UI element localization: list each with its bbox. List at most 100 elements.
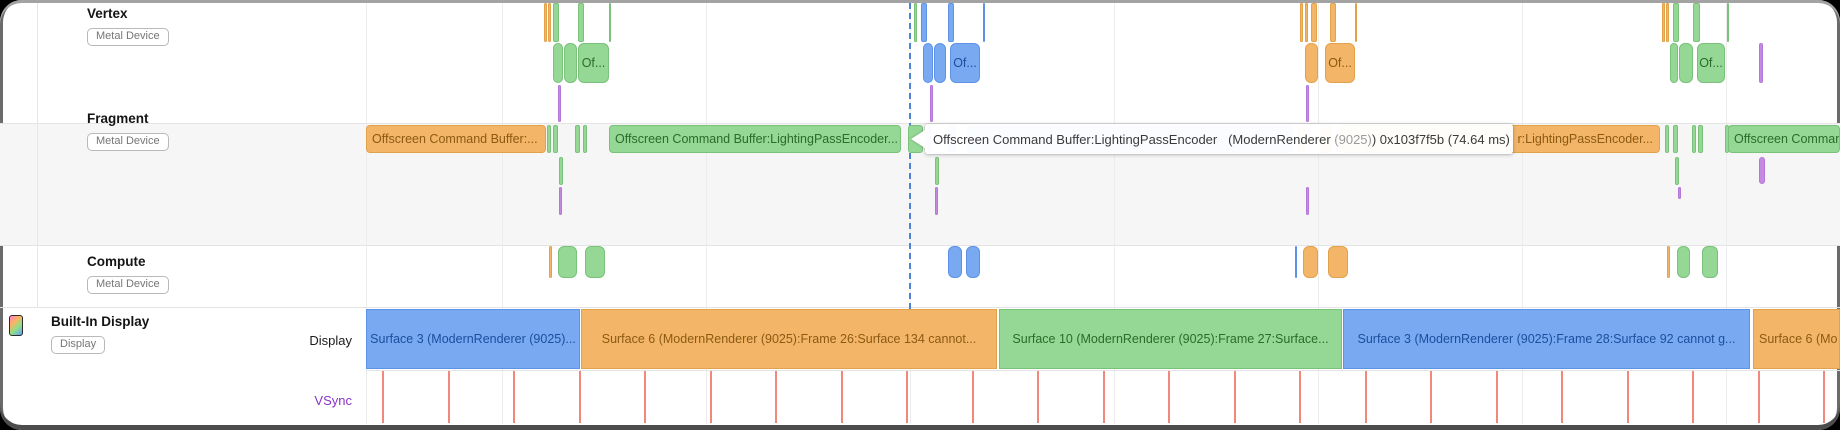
row-separator [0, 307, 1840, 308]
fragment-interval-bar[interactable] [1673, 125, 1678, 153]
fragment-interval-bar[interactable]: Offscreen Command Buffer:LightingPassEnc… [609, 125, 901, 153]
vsync-tick [1102, 370, 1105, 423]
display-surface-bar[interactable]: Surface 10 (ModernRenderer (9025):Frame … [999, 309, 1342, 369]
vertex-interval-bar[interactable] [1306, 85, 1309, 122]
gridline [1318, 3, 1319, 424]
vertex-interval-bar[interactable] [1670, 43, 1678, 83]
fragment-interval-bar[interactable] [553, 125, 558, 153]
display-surface-bar[interactable]: Surface 3 (ModernRenderer (9025)... [366, 309, 580, 369]
vertex-interval-bar[interactable]: Of... [578, 43, 609, 83]
vsync-tick [971, 370, 974, 423]
vertex-interval-bar[interactable] [1305, 43, 1318, 83]
gridline [706, 3, 707, 424]
track-header-built-in-display[interactable]: Built-In Display Display [51, 314, 149, 354]
vertex-interval-bar[interactable] [921, 3, 927, 42]
vsync-tick [906, 370, 908, 423]
gridline [1726, 3, 1727, 424]
vertex-interval-bar[interactable] [553, 3, 559, 42]
vsync-tick [1364, 370, 1367, 423]
fragment-interval-bar[interactable] [935, 187, 938, 215]
fragment-interval-bar[interactable] [1692, 125, 1696, 153]
vertex-interval-bar[interactable] [1311, 3, 1317, 42]
compute-interval-bar[interactable] [948, 246, 962, 278]
vertex-interval-bar[interactable] [914, 3, 917, 42]
vertex-interval-bar[interactable] [923, 43, 933, 83]
vertex-interval-bar[interactable] [934, 43, 946, 83]
vertex-interval-bar[interactable] [1673, 3, 1679, 42]
vertex-interval-bar[interactable] [948, 3, 954, 42]
track-title: Vertex [87, 6, 128, 21]
fragment-interval-bar[interactable] [559, 187, 562, 215]
vertex-interval-bar[interactable] [1727, 3, 1729, 42]
vsync-tick [1626, 370, 1629, 423]
track-title: Built-In Display [51, 314, 150, 329]
device-badge: Metal Device [87, 276, 169, 294]
vsync-tick [382, 370, 384, 423]
vertex-interval-bar[interactable] [983, 3, 985, 42]
fragment-interval-bar[interactable] [575, 125, 580, 153]
compute-interval-bar[interactable] [585, 246, 605, 278]
fragment-interval-bar[interactable] [935, 157, 939, 185]
fragment-interval-bar[interactable] [559, 157, 563, 185]
fragment-interval-bar[interactable]: Offscreen Comman... [1728, 125, 1840, 153]
vertex-interval-bar[interactable]: Of... [1697, 43, 1725, 83]
vertex-interval-bar[interactable] [1330, 3, 1336, 42]
vertex-interval-bar[interactable] [1355, 3, 1357, 42]
compute-interval-bar[interactable] [1702, 246, 1718, 278]
compute-interval-bar[interactable] [1677, 246, 1690, 278]
compute-interval-bar[interactable] [1667, 246, 1670, 278]
vertex-interval-bar[interactable] [1693, 3, 1700, 42]
vsync-tick [447, 370, 450, 423]
vertex-interval-bar[interactable]: Of... [1325, 43, 1355, 83]
track-header-compute[interactable]: Compute Metal Device [87, 254, 169, 294]
vertex-interval-bar[interactable] [558, 85, 561, 122]
fragment-interval-bar[interactable]: Offscreen Command Buffer:... [366, 125, 546, 153]
track-header-vertex[interactable]: Vertex Metal Device [87, 6, 169, 46]
vertex-interval-bar[interactable] [1759, 43, 1763, 83]
fragment-interval-bar[interactable] [1759, 157, 1765, 184]
row-separator [366, 370, 1840, 371]
vsync-tick [578, 370, 581, 423]
compute-interval-bar[interactable] [1295, 246, 1297, 278]
fragment-interval-bar[interactable] [1675, 157, 1679, 185]
fragment-interval-bar[interactable] [1665, 125, 1669, 153]
fragment-interval-bar[interactable] [1306, 187, 1309, 215]
vertex-interval-bar[interactable] [1666, 3, 1669, 42]
device-badge: Metal Device [87, 133, 169, 151]
vertex-interval-bar[interactable] [1679, 43, 1693, 83]
vertex-interval-bar[interactable] [930, 85, 933, 122]
vsync-tick [1692, 370, 1694, 423]
vsync-tick [840, 370, 843, 423]
compute-interval-bar[interactable] [1303, 246, 1318, 278]
vsync-tick [644, 370, 646, 423]
vertex-interval-bar[interactable] [578, 3, 584, 42]
fragment-interval-bar[interactable] [1698, 125, 1703, 153]
display-surface-bar[interactable]: Surface 3 (ModernRenderer (9025):Frame 2… [1343, 309, 1750, 369]
vertex-interval-bar[interactable] [609, 3, 611, 42]
vsync-tick [1495, 370, 1498, 423]
vertex-interval-bar[interactable] [544, 3, 547, 42]
fragment-interval-bar[interactable] [583, 125, 587, 153]
vertex-interval-bar[interactable] [1305, 3, 1308, 42]
vertex-interval-bar[interactable] [553, 43, 563, 83]
vertex-interval-bar[interactable] [564, 43, 577, 83]
vsync-tick [1168, 370, 1170, 423]
compute-interval-bar[interactable] [1328, 246, 1348, 278]
vertex-interval-bar[interactable]: Of... [950, 43, 980, 83]
compute-interval-bar[interactable] [549, 246, 552, 278]
fragment-interval-bar[interactable] [1678, 187, 1681, 199]
compute-interval-bar[interactable] [966, 246, 980, 278]
inspection-playhead-line[interactable] [909, 3, 911, 309]
fragment-interval-bar[interactable] [547, 125, 551, 153]
vertex-interval-bar[interactable] [1662, 3, 1665, 42]
tooltip-pid-text: (9025) [1334, 131, 1372, 147]
display-surface-bar[interactable]: Surface 6 (ModernRenderer (9025):Frame 2… [581, 309, 997, 369]
vsync-tick [513, 370, 515, 423]
track-header-fragment[interactable]: Fragment Metal Device [87, 111, 169, 151]
vertex-interval-bar[interactable] [1300, 3, 1303, 42]
compute-interval-bar[interactable] [558, 246, 577, 278]
vertex-interval-bar[interactable] [548, 3, 551, 42]
display-surface-bar[interactable]: Surface 6 (Mo [1753, 309, 1840, 369]
